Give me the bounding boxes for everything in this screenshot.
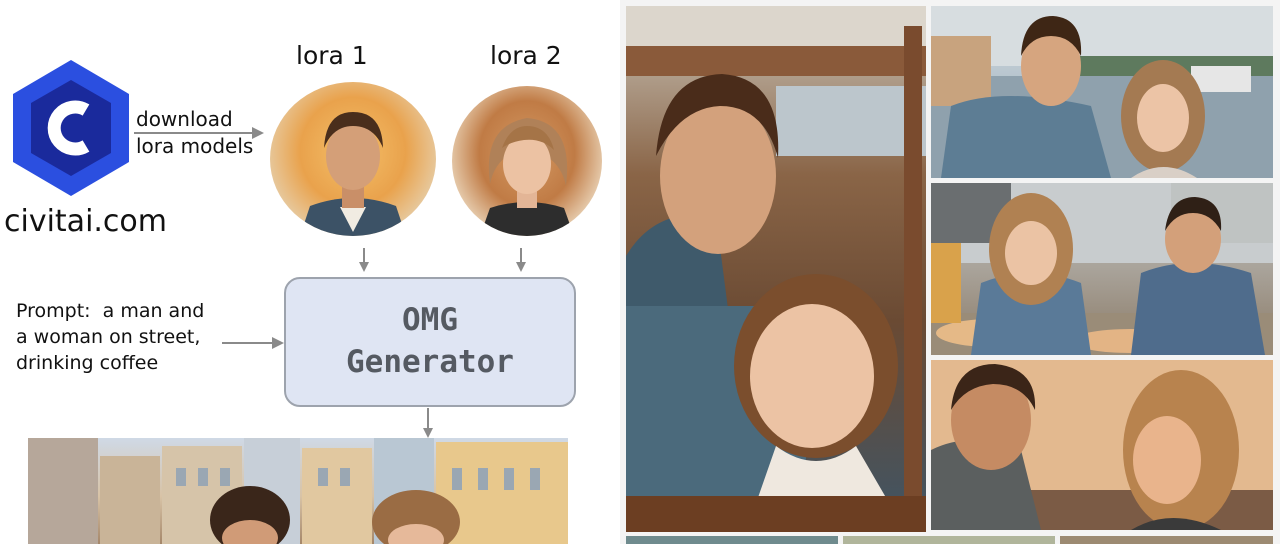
prompt-arrow-head [272,337,284,349]
civitai-logo [13,60,129,196]
lora-1-portrait [270,82,436,236]
prompt-line-2: a woman on street, [16,326,201,348]
lora-2-title: lora 2 [490,41,562,70]
generator-title-line2: Generator [346,344,514,380]
gallery-image-harbor-couple [931,6,1273,178]
generated-output-image [28,438,568,544]
output-arrow-head [423,428,433,438]
output-arrow-line [427,408,429,430]
download-label: download lora models [136,106,253,160]
lora-2-arrow-head [516,262,526,272]
download-arrow-line [134,132,254,134]
lora-2-arrow-line [520,248,522,262]
prompt-text: Prompt: a man and a woman on street, dri… [16,298,204,376]
gallery-image-bottom-3 [1060,536,1273,544]
omg-generator-box [284,277,576,407]
gallery-image-boat-couple [626,6,926,532]
gallery-image-bottom-2 [843,536,1055,544]
prompt-line-1: Prompt: a man and [16,300,205,322]
lora-1-title: lora 1 [296,41,368,70]
lora-1-arrow-head [359,262,369,272]
lora-1-arrow-line [363,248,365,262]
prompt-arrow-line [222,342,274,344]
gallery-image-sunset-couple [931,360,1273,530]
generator-title-line1: OMG [402,302,458,338]
site-label: civitai.com [4,204,168,239]
download-arrow-head [252,127,264,139]
gallery-image-bottom-1 [626,536,838,544]
gallery-image-pizza-couple [931,183,1273,355]
lora-2-portrait [452,86,602,236]
prompt-line-3: drinking coffee [16,352,159,374]
download-label-line2: lora models [136,134,254,158]
download-label-line1: download [136,107,233,131]
